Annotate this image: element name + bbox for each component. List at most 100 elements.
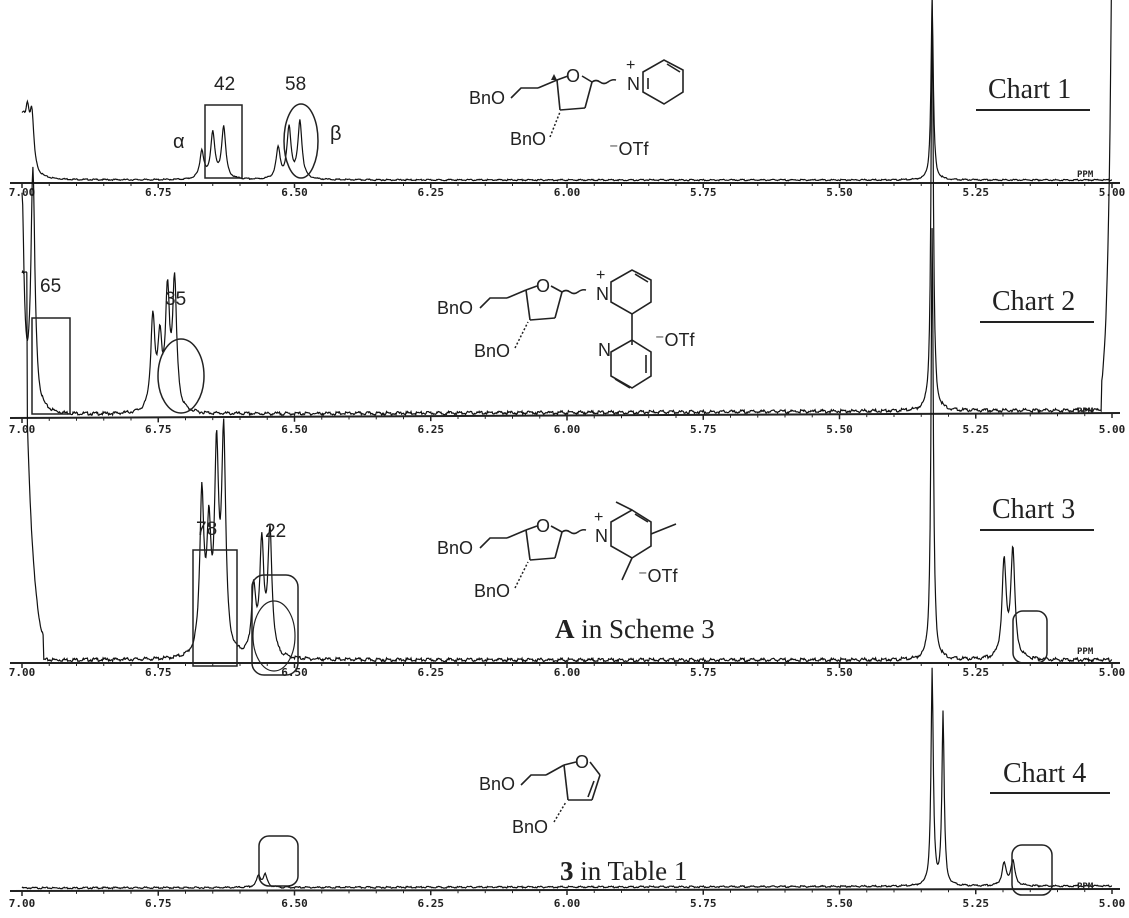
chart-2-tick-label: 6.50: [281, 423, 308, 436]
chart-4-structure: [520, 761, 601, 801]
chart-3-tick-label: 5.00: [1099, 666, 1126, 679]
chart-2-ring-o: O: [536, 276, 550, 296]
chart-3-n: N: [595, 526, 608, 546]
chart-2-panel: 7.00 6.75 6.50 6.25 6.00 5.75 5.50 5.25 5.00 Cha…: [9, 0, 1126, 436]
chart-3-tick-label: 6.75: [145, 666, 172, 679]
chart-1-tick-label: 6.50: [281, 186, 308, 199]
chart-4-hash-bond: [553, 801, 567, 823]
chart-3-caption-bold: A: [555, 614, 575, 644]
chart-3-hash-bond: [514, 561, 529, 589]
chart-4-tick-label: 6.00: [554, 897, 581, 910]
chart-1-plus: +: [626, 57, 635, 74]
chart-2-plot: 7.00 6.75 6.50 6.25 6.00 5.75 5.50 5.25 5.00: [9, 0, 1126, 436]
chart-3-alpha-percent: 78: [196, 519, 217, 540]
chart-2-n1: N: [596, 284, 609, 304]
chart-4-tick-label: 5.00: [1099, 897, 1126, 910]
chart-4-bno-top: BnO: [479, 774, 515, 794]
chart-2-counterion: ⁻OTf: [655, 330, 695, 350]
chart-2-tick-label: 5.00: [1099, 423, 1126, 436]
chart-3-tick-label: 5.25: [963, 666, 990, 679]
chart-2-x-axis: [9, 412, 1121, 419]
chart-2-n2: N: [598, 340, 611, 360]
chart-3-impurity-box: [1012, 610, 1048, 664]
chart-1-n: N: [627, 74, 640, 94]
chart-2-alpha-percent: 65: [40, 276, 61, 297]
chart-4-title: Chart 4: [1003, 758, 1086, 789]
chart-2-spectrum-line: [21, 0, 1112, 417]
chart-3-spectrum-line: [21, 228, 1113, 664]
chart-1-alpha-label: α: [173, 131, 185, 153]
chart-2-structure: [479, 269, 652, 389]
chart-1-alpha-percent: 42: [214, 74, 235, 95]
chart-2-tick-label: 5.25: [963, 423, 990, 436]
chart-4-spectrum-line: [21, 667, 1113, 890]
chart-3-tick-label: 7.00: [9, 666, 36, 679]
chart-3-counterion: ⁻OTf: [638, 566, 678, 586]
chart-4-tick-label: 5.25: [963, 897, 990, 910]
chart-2-tick-label: 6.25: [418, 423, 445, 436]
chart-2-hash-bond: [514, 321, 529, 349]
chart-3-tick-label: 6.25: [418, 666, 445, 679]
chart-1-tick-label: 5.00: [1099, 186, 1126, 199]
chart-1-beta-percent: 58: [285, 74, 306, 95]
chart-3-structure: [479, 501, 677, 581]
chart-3-bno-top: BnO: [437, 538, 473, 558]
chart-2-ppm-label: PPM: [1077, 407, 1094, 417]
chart-1-tick-label: 7.00: [9, 186, 36, 199]
chart-4-caption-bold: 3: [560, 856, 574, 886]
chart-2-tick-label: 6.75: [145, 423, 172, 436]
chart-4-ring-o: O: [575, 752, 589, 772]
chart-1-hash-bond: [549, 111, 561, 138]
chart-4-caption-text: in Table 1: [574, 856, 688, 886]
chart-2-bno-top: BnO: [437, 298, 473, 318]
chart-2-tick-label: 5.75: [690, 423, 717, 436]
chart-4-x-axis: [9, 888, 1121, 892]
chart-2-bno-bottom: BnO: [474, 341, 510, 361]
chart-1-tick-label: 6.75: [145, 186, 172, 199]
chart-2-title: Chart 2: [992, 286, 1075, 317]
chart-1-beta-label: β: [330, 123, 342, 145]
chart-1-bno-top: BnO: [469, 88, 505, 108]
chart-1-wedge-bond: [551, 74, 557, 80]
chart-2-beta-percent: 35: [165, 289, 186, 310]
chart-4-impurity-box: [1011, 844, 1053, 896]
chart-3-alpha-box: [192, 549, 238, 667]
chart-1-alpha-box: [204, 104, 243, 179]
chart-4-plot: 7.00 6.75 6.50 6.25 6.00 5.75 5.50 5.25 5.00: [9, 667, 1126, 910]
chart-3-beta-box: [251, 574, 299, 676]
chart-2-alpha-box: [31, 317, 71, 415]
chart-3-tick-label: 5.75: [690, 666, 717, 679]
chart-1-bno-bottom: BnO: [510, 129, 546, 149]
chart-4-caption: 3 in Table 1: [560, 856, 687, 886]
chart-3-caption-text: in Scheme 3: [575, 614, 715, 644]
chart-4-tick-label: 6.25: [418, 897, 445, 910]
chart-2-tick-label: 7.00: [9, 423, 36, 436]
chart-4-beta-box: [258, 835, 299, 887]
chart-2-tick-label: 5.50: [826, 423, 853, 436]
chart-3-caption: A in Scheme 3: [555, 614, 715, 644]
chart-2-beta-circle: [157, 338, 205, 414]
chart-3-panel: 7.00 6.75 6.50 6.25 6.00 5.75 5.50 5.25 5.00 Cha…: [9, 228, 1126, 679]
chart-4-bno-bottom: BnO: [512, 817, 548, 837]
chart-3-beta-percent: 22: [265, 521, 286, 542]
chart-1-spectrum-line: [21, 0, 1113, 182]
chart-3-beta-circle: [252, 600, 296, 672]
chart-4-tick-label: 6.50: [281, 897, 308, 910]
chart-3-tick-label: 6.00: [554, 666, 581, 679]
chart-1-ring-o: O: [566, 66, 580, 86]
chart-3-ring-o: O: [536, 516, 550, 536]
chart-3-bno-bottom: BnO: [474, 581, 510, 601]
chart-1-tick-label: 6.00: [554, 186, 581, 199]
chart-4-tick-label: 5.75: [690, 897, 717, 910]
chart-1-beta-circle: [283, 103, 319, 179]
chart-1-structure: [510, 59, 684, 111]
chart-1-tick-label: 5.50: [826, 186, 853, 199]
chart-2-tick-label: 6.00: [554, 423, 581, 436]
chart-1-ppm-label: PPM: [1077, 170, 1094, 180]
chart-3-ppm-label: PPM: [1077, 647, 1094, 657]
chart-4-tick-label: 5.50: [826, 897, 853, 910]
chart-1-tick-label: 6.25: [418, 186, 445, 199]
